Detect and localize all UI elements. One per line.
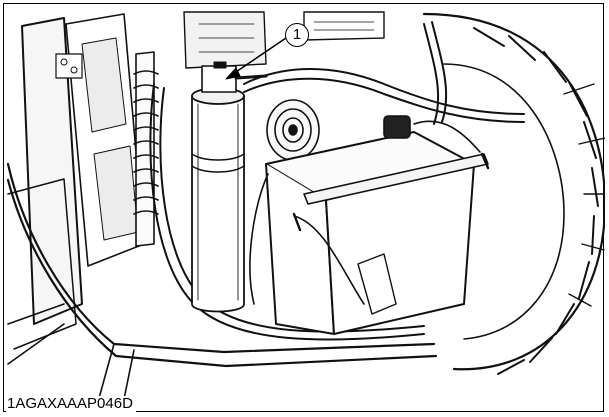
front-frame (6, 162, 438, 410)
figure-code-label: 1AGAXAAAP046D (6, 396, 136, 412)
upper-grille (183, 11, 385, 69)
radiator-screen (7, 13, 145, 350)
callout-marker: 1 (285, 23, 309, 47)
fuel-filter (191, 61, 268, 313)
battery (265, 115, 490, 335)
engine-bay-illustration (6, 11, 605, 410)
tire (422, 12, 605, 375)
coil-spring (133, 51, 159, 247)
callout-arrowhead (225, 67, 241, 80)
battery-cables (249, 120, 481, 305)
horn (266, 99, 320, 161)
figure-frame: 1 (3, 3, 605, 412)
callout-leader (229, 37, 287, 77)
